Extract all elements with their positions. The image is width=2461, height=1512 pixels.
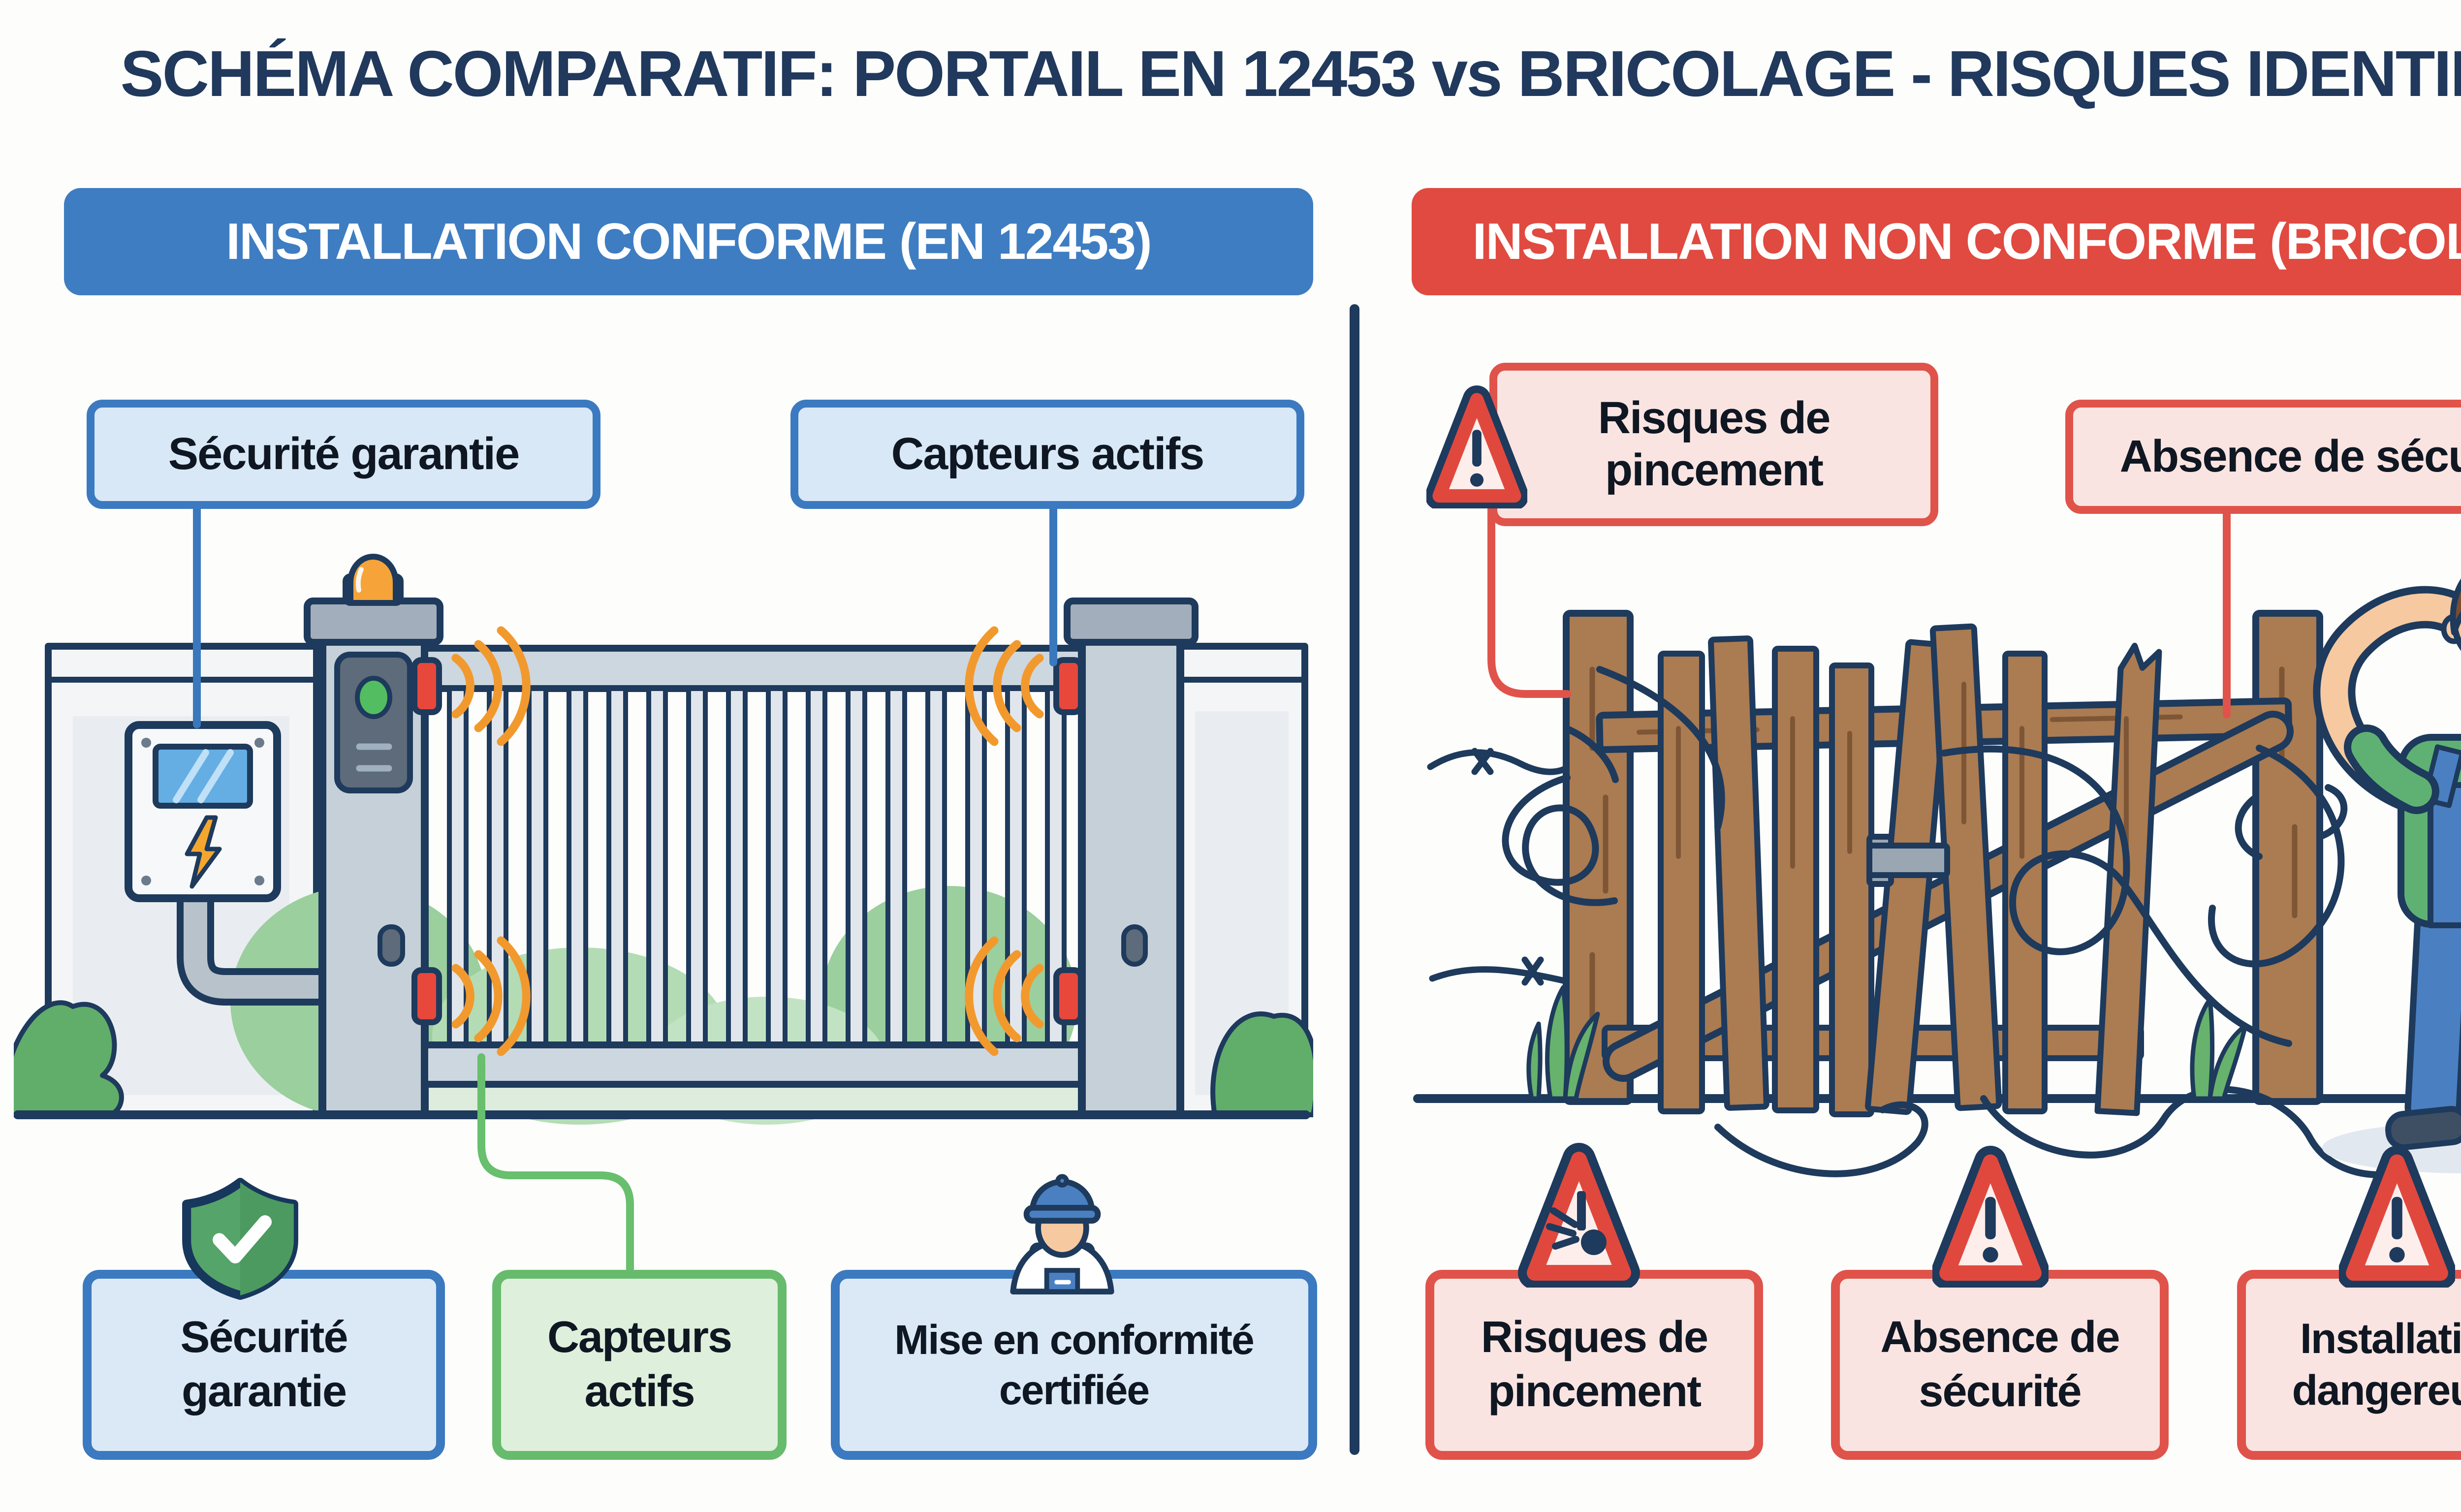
benefit-securite-garantie: Sécurité garantie — [83, 1270, 445, 1460]
pinch-warning-icon — [1517, 1140, 1641, 1288]
safety-sensors — [411, 657, 1084, 1025]
technician-icon — [1004, 1160, 1120, 1294]
benefit-label: actifs — [584, 1367, 695, 1416]
confused-man: ? — [2313, 578, 2461, 1173]
header-non-conforme: INSTALLATION NON CONFORME (BRICOLAGE) — [1412, 188, 2461, 295]
sensor-waves — [451, 626, 1044, 1056]
benefit-capteurs-actifs: Capteurs actifs — [492, 1270, 787, 1460]
callout-risques-pincement: Risques de pincement — [1489, 363, 1938, 526]
benefit-label: Capteurs — [547, 1313, 732, 1362]
grass-tufts — [1526, 985, 2248, 1101]
benefit-mise-en-conformite: Mise en conformité certifiée — [831, 1270, 1317, 1460]
header-conforme: INSTALLATION CONFORME (EN 12453) — [64, 188, 1313, 295]
page-title: SCHÉMA COMPARATIF: PORTAIL EN 12453 vs B… — [120, 37, 2461, 110]
shield-check-icon — [175, 1176, 305, 1300]
risk-label: dangereuse — [2292, 1367, 2461, 1414]
latch-bracket — [1866, 834, 1950, 887]
callout-absence-securite: Absence de sécurité — [2065, 400, 2461, 514]
risk-risques-pincement: Risques de pincement — [1425, 1270, 1763, 1460]
connector-pincement — [1487, 505, 1571, 698]
callout-label: Absence de sécurité — [2119, 431, 2461, 482]
callout-label: Capteurs actifs — [891, 429, 1205, 479]
hair — [2450, 578, 2461, 635]
bush — [14, 1000, 1313, 1117]
risk-label: Absence de — [1880, 1313, 2120, 1362]
lightning-bolt-icon — [185, 815, 222, 889]
risk-label: sécurité — [1919, 1367, 2082, 1416]
callout-label: pincement — [1605, 445, 1824, 495]
intercom-button — [355, 676, 392, 719]
compliant-gate-illustration — [14, 554, 1313, 1125]
benefit-label: Mise en conformité — [894, 1316, 1254, 1363]
callout-capteurs-actifs: Capteurs actifs — [790, 400, 1304, 509]
benefit-label: certifiée — [999, 1367, 1150, 1413]
benefit-label: Sécurité — [180, 1313, 348, 1362]
intercom-panel — [334, 652, 413, 793]
callout-label: Sécurité garantie — [168, 429, 520, 479]
risk-label: Installation — [2300, 1315, 2461, 1363]
diy-fence-illustration: ? — [1413, 578, 2461, 1178]
warning-triangle-icon — [1426, 383, 1527, 508]
risk-label: pincement — [1487, 1367, 1702, 1416]
warning-triangle-icon — [2339, 1143, 2455, 1288]
risk-absence-securite: Absence de sécurité — [1831, 1270, 2169, 1460]
barbed-wire — [1427, 748, 1571, 986]
callout-label: Risques de — [1598, 393, 1831, 443]
benefit-label: garantie — [181, 1367, 347, 1416]
callout-securite-garantie: Sécurité garantie — [87, 400, 600, 509]
connector-capteurs-bottom — [477, 1053, 634, 1273]
risk-label: Risques de — [1481, 1313, 1708, 1362]
panel-divider — [1350, 304, 1359, 1455]
warning-triangle-icon — [1932, 1143, 2049, 1288]
risk-installation-dangereuse: Installation dangereuse — [2237, 1270, 2461, 1460]
